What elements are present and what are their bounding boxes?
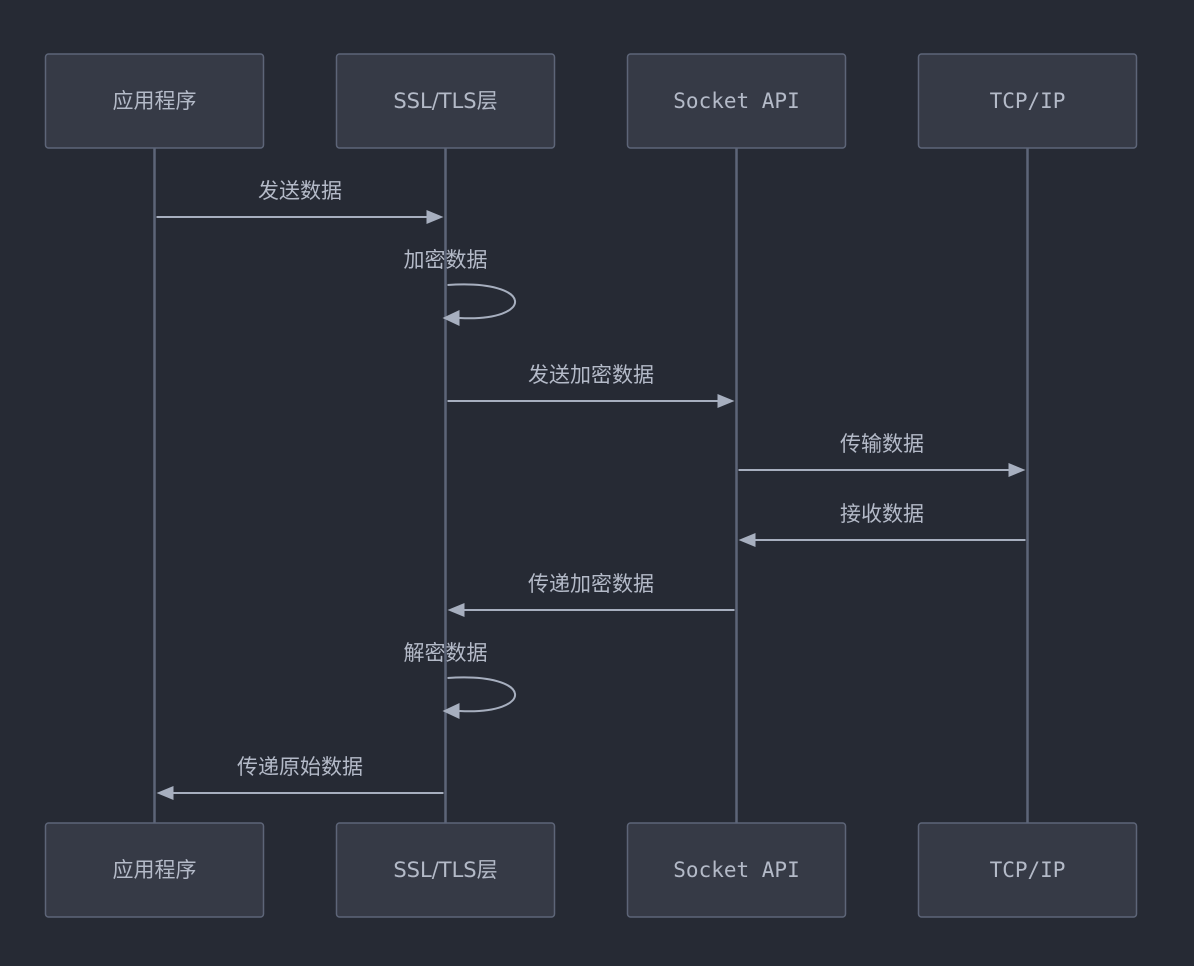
participant-box: [626, 822, 847, 918]
participant-label: Socket API: [673, 858, 799, 882]
participant-box: [44, 822, 265, 918]
arrowhead: [447, 603, 465, 617]
arrowhead: [156, 786, 174, 800]
participant-box: [917, 53, 1138, 149]
participant-bottom-ssl[interactable]: SSL/TLS层: [335, 822, 556, 918]
message-label: 传递加密数据: [528, 572, 654, 596]
participant-top-tcp[interactable]: TCP/IP: [917, 53, 1138, 149]
participant-top-app[interactable]: 应用程序: [44, 53, 265, 149]
message-label: 解密数据: [404, 641, 488, 665]
participant-box: [335, 53, 556, 149]
message-1: 发送数据: [156, 179, 444, 224]
participant-label: SSL/TLS层: [393, 858, 497, 882]
participant-label: TCP/IP: [990, 89, 1066, 113]
participant-top-ssl[interactable]: SSL/TLS层: [335, 53, 556, 149]
participant-box: [626, 53, 847, 149]
arrowhead: [738, 533, 756, 547]
participant-label: TCP/IP: [990, 858, 1066, 882]
arrowhead: [442, 310, 460, 326]
message-8: 传递原始数据: [156, 755, 444, 800]
participant-label: 应用程序: [113, 858, 197, 882]
self-loop-arrow: [447, 283, 517, 320]
message-label: 接收数据: [840, 502, 924, 526]
message-label: 加密数据: [404, 248, 488, 272]
message-2: 加密数据: [404, 248, 517, 326]
message-label: 发送加密数据: [528, 363, 654, 387]
participant-box: [335, 822, 556, 918]
message-4: 传输数据: [738, 432, 1026, 477]
message-6: 传递加密数据: [447, 572, 735, 617]
participant-label: SSL/TLS层: [393, 89, 497, 113]
arrowhead: [442, 703, 460, 719]
participant-label: 应用程序: [113, 89, 197, 113]
message-5: 接收数据: [738, 502, 1026, 547]
participant-box: [44, 53, 265, 149]
participant-bottom-app[interactable]: 应用程序: [44, 822, 265, 918]
arrowhead: [717, 394, 735, 408]
message-label: 发送数据: [258, 179, 342, 203]
message-label: 传输数据: [840, 432, 924, 456]
participant-label: Socket API: [673, 89, 799, 113]
arrowhead: [426, 210, 444, 224]
participant-bottom-tcp[interactable]: TCP/IP: [917, 822, 1138, 918]
message-3: 发送加密数据: [447, 363, 735, 408]
message-7: 解密数据: [404, 641, 517, 719]
participant-top-sock[interactable]: Socket API: [626, 53, 847, 149]
message-label: 传递原始数据: [237, 755, 363, 779]
self-loop-arrow: [447, 676, 517, 713]
participant-box: [917, 822, 1138, 918]
arrowhead: [1008, 463, 1026, 477]
participant-bottom-sock[interactable]: Socket API: [626, 822, 847, 918]
